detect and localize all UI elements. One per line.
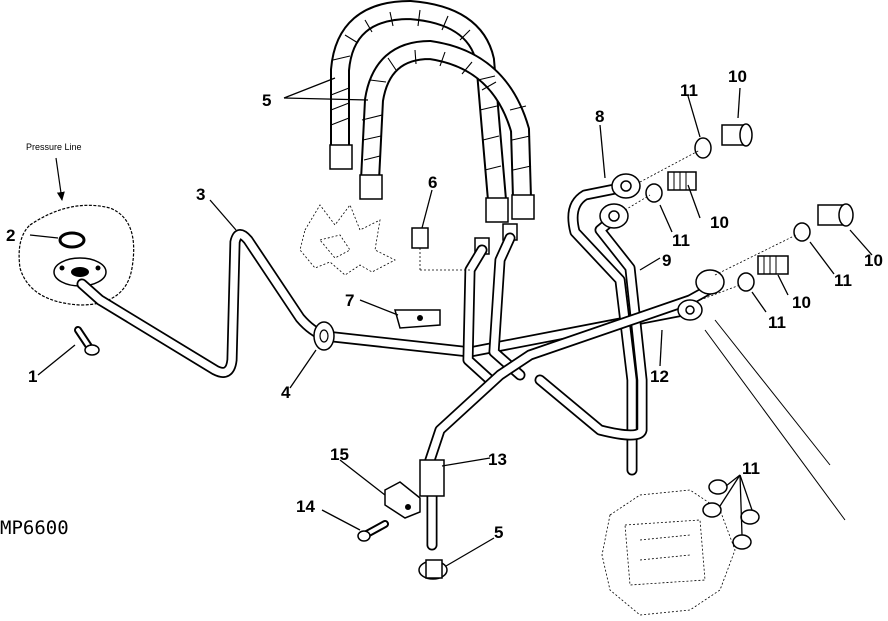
part-13-line	[419, 459, 445, 551]
callout-6: 6	[428, 173, 437, 192]
part-5-clamp-bottom	[418, 559, 448, 580]
pressure-line-annotation: Pressure Line	[26, 142, 82, 201]
callout-14: 14	[296, 497, 315, 516]
pressure-line-label: Pressure Line	[26, 142, 82, 152]
callout-11-e: 11	[742, 459, 760, 478]
part-4-clamp	[313, 321, 335, 351]
part-15-bracket	[384, 481, 421, 519]
fittings-10-11-group	[624, 123, 854, 301]
callout-10-b: 10	[710, 213, 729, 232]
callout-12: 12	[650, 367, 669, 386]
part-8-line	[567, 173, 641, 476]
fitting-10-a	[721, 123, 753, 147]
pump-housing	[18, 204, 135, 306]
callout-7: 7	[345, 291, 354, 310]
part-14-bolt	[357, 520, 389, 542]
part-6-fitting	[411, 227, 470, 271]
callout-10-a: 10	[728, 67, 747, 86]
callout-11-a: 11	[680, 81, 698, 100]
callout-1: 1	[28, 367, 37, 386]
part-2-o-ring	[58, 231, 86, 249]
callout-10-d: 10	[792, 293, 811, 312]
callout-3: 3	[196, 185, 205, 204]
callout-4: 4	[281, 383, 291, 402]
part-5-hoses	[329, 0, 535, 386]
leader-lines	[29, 77, 873, 567]
callout-11-d: 11	[768, 313, 786, 332]
callout-2: 2	[6, 226, 15, 245]
callout-15: 15	[330, 445, 349, 464]
fitting-10-c	[817, 203, 854, 227]
figure-id: MP6600	[0, 517, 69, 539]
fitting-10-b	[667, 171, 697, 191]
lower-valve-block	[601, 319, 846, 616]
callout-numbers: 2 1 3 4 5 6 7 8 9 10 11 10 11 10 11 10 1…	[6, 67, 883, 542]
callout-11-c: 11	[834, 271, 852, 290]
callout-8: 8	[595, 107, 604, 126]
callout-5-bottom: 5	[494, 523, 503, 542]
part-7-bracket	[394, 309, 441, 329]
callout-11-b: 11	[672, 231, 690, 250]
callout-9: 9	[662, 251, 671, 270]
callout-13: 13	[488, 450, 507, 469]
hose-valve-ends	[299, 204, 396, 276]
callout-5-top: 5	[262, 91, 271, 110]
part-12-line	[424, 269, 725, 466]
fitting-10-d	[757, 255, 789, 275]
part-1-bolt	[74, 326, 100, 356]
callout-10-c: 10	[864, 251, 883, 270]
